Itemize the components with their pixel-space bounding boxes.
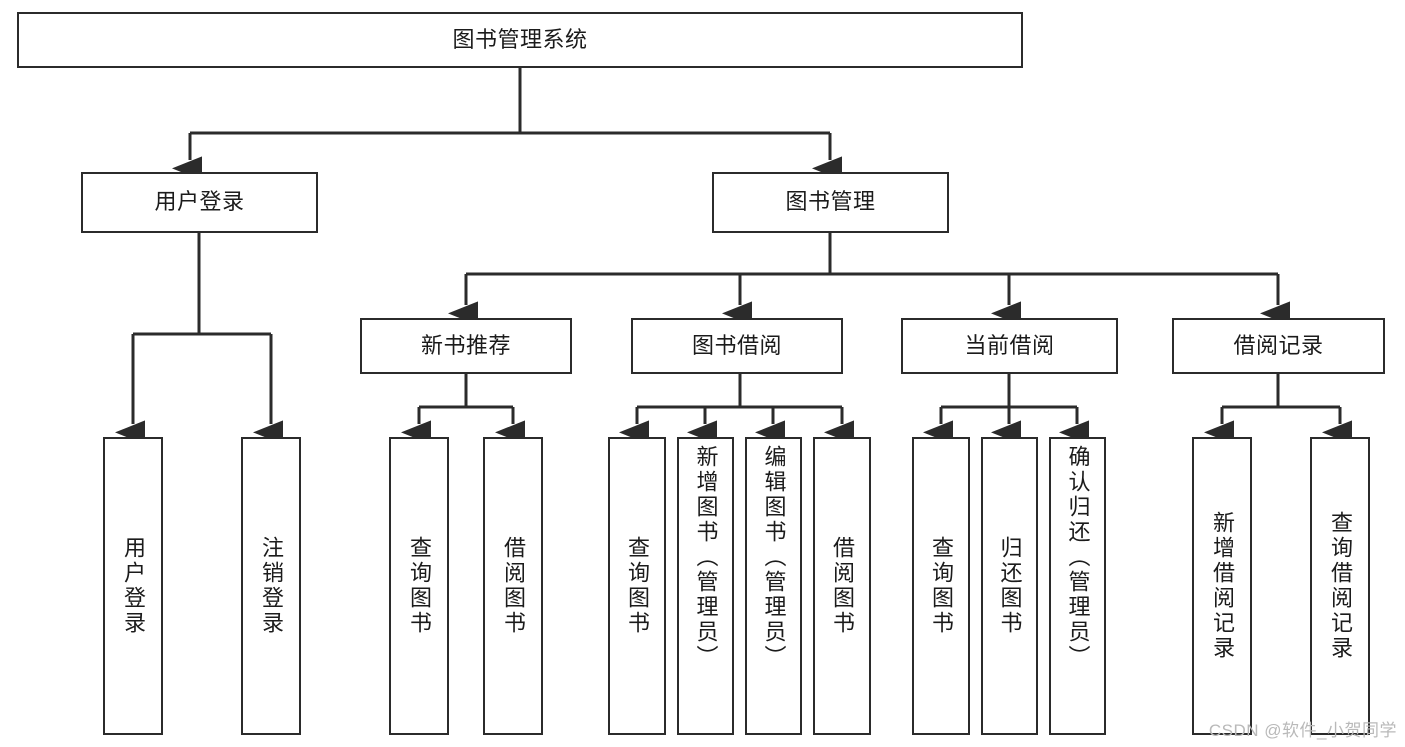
node-leaf-query-book-1[interactable]: 查询图书 [389,437,449,735]
node-label: 注销登录 [259,536,284,636]
node-book-management[interactable]: 图书管理 [712,172,949,233]
node-current-borrow[interactable]: 当前借阅 [901,318,1118,374]
node-label: 借阅图书 [501,536,526,636]
node-root-library-system[interactable]: 图书管理系统 [17,12,1023,68]
node-leaf-query-book-3[interactable]: 查询图书 [912,437,970,735]
node-user-login[interactable]: 用户登录 [81,172,318,233]
node-leaf-borrow-book-1[interactable]: 借阅图书 [483,437,543,735]
node-leaf-user-login[interactable]: 用户登录 [103,437,163,735]
node-leaf-add-borrow-record[interactable]: 新增借阅记录 [1192,437,1252,735]
node-leaf-borrow-book-2[interactable]: 借阅图书 [813,437,871,735]
node-label: 当前借阅 [964,332,1055,358]
node-label: 归还图书 [997,536,1023,636]
node-label: 用户登录 [121,536,146,636]
node-label: 查询图书 [625,536,650,636]
node-leaf-query-book-2[interactable]: 查询图书 [608,437,666,735]
node-leaf-confirm-return-admin[interactable]: 确认归还（管理员） [1049,437,1106,735]
node-label: 编辑图书（管理员） [761,445,787,670]
csdn-watermark: CSDN @软件_小贺同学 [1208,721,1397,740]
node-label: 用户登录 [154,189,245,215]
node-leaf-edit-book-admin[interactable]: 编辑图书（管理员） [745,437,802,735]
node-label: 图书管理 [785,189,876,215]
node-label: 借阅记录 [1233,332,1324,358]
node-leaf-query-borrow-record[interactable]: 查询借阅记录 [1310,437,1370,735]
node-leaf-logout[interactable]: 注销登录 [241,437,301,735]
node-label: 确认归还（管理员） [1065,445,1091,670]
node-label: 借阅图书 [830,536,855,636]
node-new-book-recommend[interactable]: 新书推荐 [360,318,572,374]
node-label: 新增借阅记录 [1210,511,1235,661]
node-label: 查询图书 [407,536,432,636]
node-leaf-return-book[interactable]: 归还图书 [981,437,1038,735]
node-book-borrow[interactable]: 图书借阅 [631,318,843,374]
node-label: 新增图书（管理员） [693,445,719,670]
node-label: 图书管理系统 [452,26,588,52]
node-label: 查询借阅记录 [1328,511,1353,661]
node-borrow-record[interactable]: 借阅记录 [1172,318,1385,374]
node-label: 查询图书 [929,536,954,636]
node-label: 图书借阅 [691,332,782,358]
node-label: 新书推荐 [420,332,511,358]
node-leaf-add-book-admin[interactable]: 新增图书（管理员） [677,437,734,735]
